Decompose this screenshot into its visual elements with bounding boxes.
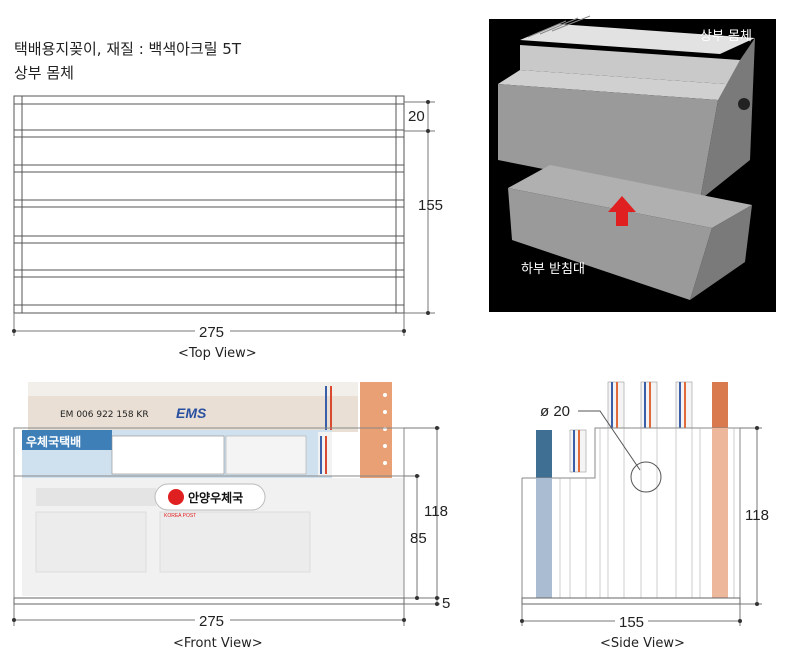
side-view-dim-height: 118 — [745, 507, 769, 524]
upper-body-side — [700, 38, 755, 200]
front-view-dim-height-total: 118 — [424, 503, 448, 520]
top-view-dim-slot: 20 — [408, 108, 425, 125]
lower-tray-side — [690, 205, 752, 300]
side-view-dim-hole: ø 20 — [540, 403, 570, 420]
upper-body-hole — [738, 98, 750, 110]
post-office-badge — [154, 483, 266, 511]
post-office-name: 안양우체국 — [188, 490, 243, 505]
top-view-partition-5 — [13, 269, 405, 278]
ems-number: EM 006 922 158 KR — [60, 410, 149, 420]
render-3d — [489, 15, 776, 312]
front-view-caption: <Front View> — [173, 636, 263, 651]
label-lower-base: 하부 받침대 — [521, 262, 585, 277]
korea-post-label: KOREA POST — [164, 513, 196, 519]
title-line2: 상부 몸체 — [14, 64, 74, 82]
top-view — [13, 95, 435, 336]
top-view-partition-4 — [13, 235, 405, 244]
side-view-dim-width: 155 — [619, 614, 644, 631]
front-view-base — [13, 597, 405, 605]
parcel-brand: 우체국택배 — [26, 434, 81, 449]
front-view-dim-width: 275 — [199, 613, 224, 630]
ems-logo: EMS — [176, 405, 207, 421]
label-upper-body: 상부 몸체 — [700, 29, 752, 44]
side-view-caption: <Side View> — [600, 636, 685, 651]
side-view-outline — [521, 427, 741, 599]
top-view-dim-width: 275 — [199, 324, 224, 341]
front-view-dim-height-front: 85 — [410, 530, 427, 547]
upper-body-top — [498, 70, 740, 100]
lower-tray-inner — [508, 165, 752, 228]
top-view-dim-depth: 155 — [418, 197, 443, 214]
side-view — [520, 381, 762, 626]
top-view-partition-1 — [13, 129, 405, 138]
top-view-caption: <Top View> — [178, 346, 257, 361]
korea-post-logo-icon — [168, 489, 184, 505]
lower-tray-front — [508, 188, 712, 300]
slip-orange-strip — [360, 382, 392, 480]
upper-body-front — [498, 84, 718, 200]
top-view-partition-2 — [13, 164, 405, 173]
top-view-outline — [13, 95, 405, 314]
front-view: EM 006 922 158 KR EMS 우체국택배 안양우체국 KOREA … — [12, 382, 440, 626]
side-view-hole — [630, 461, 662, 493]
top-view-partition-3 — [13, 199, 405, 208]
title-line1: 택배용지꽂이, 재질 : 백색아크릴 5T — [14, 40, 242, 58]
front-view-dim-base: 5 — [442, 595, 450, 612]
assembly-arrow — [608, 196, 636, 226]
